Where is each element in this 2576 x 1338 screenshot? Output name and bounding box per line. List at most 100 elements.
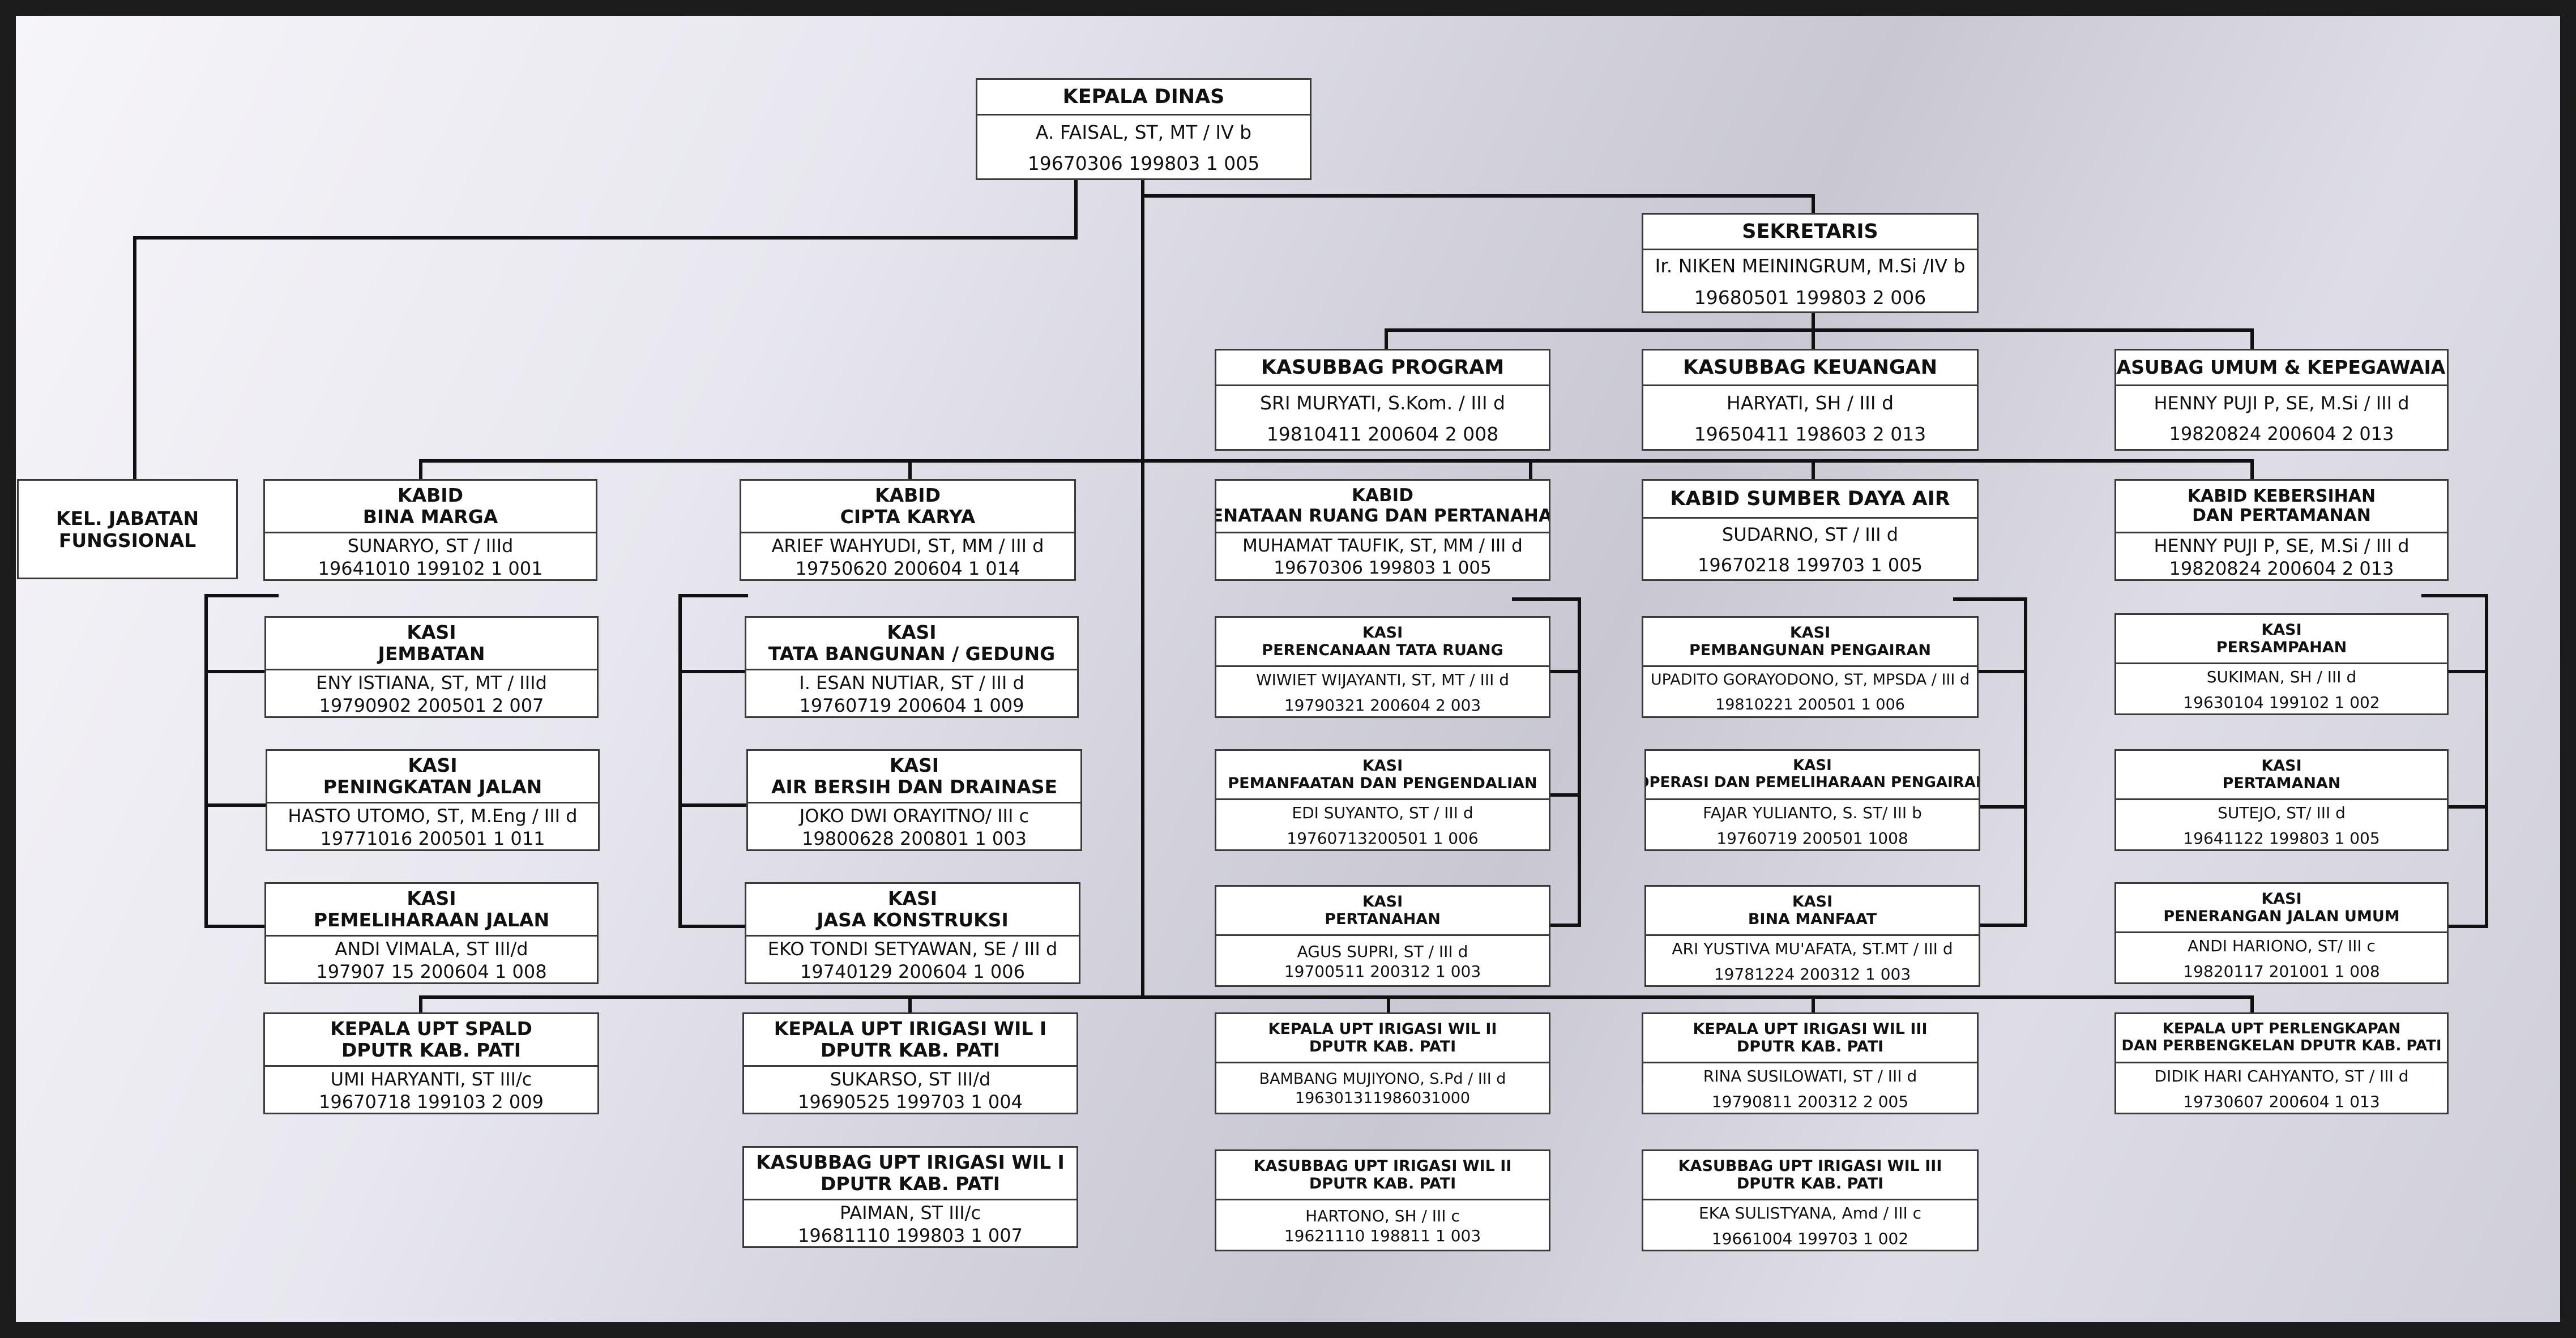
kasi-peningkatan-jalan-nip: 19771016 200501 1 011 — [320, 828, 545, 849]
upt-perlengkapan-line1: KEPALA UPT PERLENGKAPAN — [2162, 1020, 2401, 1038]
upt-spald-name: UMI HARYANTI, ST III/c — [330, 1068, 532, 1090]
kasubbag-upt-irigasi-2-nip: 19621110 198811 1 003 — [1284, 1226, 1481, 1245]
upt-irigasi-1-name: SUKARSO, ST III/d — [830, 1068, 991, 1090]
kasi-perencanaan-line1: KASI — [1362, 623, 1403, 642]
kasubbag-upt-irigasi-2-line1: KASUBBAG UPT IRIGASI WIL II — [1253, 1157, 1512, 1175]
kabid-kebersihan-line2: DAN PERTAMANAN — [2192, 506, 2371, 525]
kabid-bina-marga-line2: BINA MARGA — [362, 506, 498, 528]
kasi-peningkatan-jalan-line1: KASI — [408, 754, 458, 777]
kabid-penataan-ruang-nip: 19670306 199803 1 005 — [1274, 558, 1492, 578]
upt-irigasi-1-line2: DPUTR KAB. PATI — [821, 1039, 1000, 1061]
upt-irigasi-3-line2: DPUTR KAB. PATI — [1736, 1038, 1884, 1055]
kasi-pertamanan-nip: 19641122 199803 1 005 — [2183, 829, 2380, 848]
upt-perlengkapan-name: DIDIK HARI CAHYANTO, ST / III d — [2154, 1067, 2409, 1085]
kasi-bina-manfaat-line1: KASI — [1792, 892, 1833, 910]
upt-irigasi-3-nip: 19790811 200312 2 005 — [1711, 1092, 1909, 1111]
kasi-air-bersih-nip: 19800628 200801 1 003 — [802, 828, 1027, 849]
kasi-tata-bangunan-box: KASI TATA BANGUNAN / GEDUNG I. ESAN NUTI… — [745, 616, 1079, 718]
kabid-sda-title: KABID SUMBER DAYA AIR — [1670, 487, 1950, 510]
kabid-cipta-karya-line1: KABID — [875, 484, 941, 507]
kasi-pembangunan-nip: 19810221 200501 1 006 — [1715, 696, 1905, 713]
upt-perlengkapan-nip: 19730607 200604 1 013 — [2183, 1092, 2380, 1111]
kasi-air-bersih-name: JOKO DWI ORAYITNO/ III c — [799, 805, 1029, 827]
kepala-dinas-box: KEPALA DINAS A. FAISAL, ST, MT / IV b 19… — [976, 78, 1312, 180]
kasi-pemanfaatan-line2: PEMANFAATAN DAN PENGENDALIAN — [1228, 775, 1537, 792]
kasi-pertanahan-line2: PERTANAHAN — [1325, 910, 1441, 928]
kasi-perencanaan-nip: 19790321 200604 2 003 — [1284, 696, 1481, 715]
kabid-cipta-karya-nip: 19750620 200604 1 014 — [795, 558, 1020, 579]
kasi-persampahan-name: SUKIMAN, SH / III d — [2206, 668, 2357, 686]
kasi-pemeliharaan-jalan-box: KASI PEMELIHARAAN JALAN ANDI VIMALA, ST … — [264, 882, 599, 984]
kasi-pertamanan-box: KASI PERTAMANAN SUTEJO, ST/ III d 196411… — [2114, 749, 2449, 851]
kasubbag-upt-irigasi-3-nip: 19661004 199703 1 002 — [1711, 1229, 1909, 1248]
upt-perlengkapan-box: KEPALA UPT PERLENGKAPAN DAN PERBENGKELAN… — [2114, 1012, 2449, 1114]
upt-irigasi-2-nip: 196301311986031000 — [1295, 1089, 1471, 1107]
sekretaris-nip: 19680501 199803 2 006 — [1694, 286, 1926, 309]
jabatan-fungsional-line1: KEL. JABATAN — [55, 507, 199, 529]
kasubbag-upt-irigasi-1-box: KASUBBAG UPT IRIGASI WIL I DPUTR KAB. PA… — [742, 1146, 1078, 1248]
kabid-bina-marga-name: SUNARYO, ST / IIId — [347, 535, 514, 557]
kasi-jembatan-line1: KASI — [407, 621, 456, 644]
connector-lines — [133, 178, 2488, 1014]
upt-spald-line2: DPUTR KAB. PATI — [341, 1039, 521, 1061]
kabid-cipta-karya-line2: CIPTA KARYA — [840, 506, 976, 528]
kasubbag-keuangan-name: HARYATI, SH / III d — [1726, 391, 1894, 414]
kasubbag-upt-irigasi-1-nip: 19681110 199803 1 007 — [798, 1225, 1023, 1246]
kabid-sda-nip: 19670218 199703 1 005 — [1698, 554, 1923, 576]
kasi-operasi-line1: KASI — [1793, 757, 1832, 775]
kasi-jasa-konstruksi-line2: JASA KONSTRUKSI — [817, 909, 1009, 931]
kasi-operasi-pengairan-box: KASI OPERASI DAN PEMELIHARAAN PENGAIRAN … — [1644, 749, 1980, 851]
sekretaris-title: SEKRETARIS — [1742, 220, 1878, 243]
kabid-bina-marga-box: KABID BINA MARGA SUNARYO, ST / IIId 1964… — [263, 479, 597, 581]
kasi-peningkatan-jalan-name: HASTO UTOMO, ST, M.Eng / III d — [288, 805, 578, 827]
kasi-jasa-konstruksi-box: KASI JASA KONSTRUKSI EKO TONDI SETYAWAN,… — [745, 882, 1080, 984]
upt-irigasi-1-nip: 19690525 199703 1 004 — [798, 1091, 1023, 1113]
kasi-perencanaan-tata-ruang-box: KASI PERENCANAAN TATA RUANG WIWIET WIJAY… — [1215, 616, 1550, 718]
kasi-pertanahan-box: KASI PERTANAHAN AGUS SUPRI, ST / III d 1… — [1215, 885, 1550, 987]
kasubbag-upt-irigasi-2-line2: DPUTR KAB. PATI — [1309, 1175, 1456, 1192]
upt-irigasi-1-box: KEPALA UPT IRIGASI WIL I DPUTR KAB. PATI… — [742, 1012, 1078, 1114]
kasubbag-upt-irigasi-2-box: KASUBBAG UPT IRIGASI WIL II DPUTR KAB. P… — [1215, 1149, 1550, 1251]
kabid-kebersihan-nip: 19820824 200604 2 013 — [2169, 558, 2394, 579]
kasi-jembatan-line2: JEMBATAN — [378, 643, 485, 665]
kasubag-umum-name: HENNY PUJI P, SE, M.Si / III d — [2154, 392, 2410, 414]
kasi-jasa-konstruksi-line1: KASI — [887, 887, 938, 910]
kabid-kebersihan-box: KABID KEBERSIHAN DAN PERTAMANAN HENNY PU… — [2114, 479, 2449, 581]
kasi-peningkatan-jalan-box: KASI PENINGKATAN JALAN HASTO UTOMO, ST, … — [266, 749, 600, 851]
kasi-perencanaan-name: WIWIET WIJAYANTI, ST, MT / III d — [1255, 670, 1510, 689]
kasi-air-bersih-line2: AIR BERSIH DAN DRAINASE — [771, 776, 1058, 798]
kasi-jasa-konstruksi-name: EKO TONDI SETYAWAN, SE / III d — [767, 938, 1058, 960]
kabid-bina-marga-nip: 19641010 199102 1 001 — [318, 558, 543, 579]
kasi-operasi-nip: 19760719 200501 1008 — [1716, 829, 1908, 848]
kasubag-umum-box: KASUBAG UMUM & KEPEGAWAIAN HENNY PUJI P,… — [2114, 349, 2449, 451]
kasubag-umum-nip: 19820824 200604 2 013 — [2169, 423, 2394, 444]
kasi-penerangan-line1: KASI — [2261, 890, 2302, 908]
kasi-penerangan-name: ANDI HARIONO, ST/ III c — [2188, 937, 2376, 955]
kasubbag-upt-irigasi-1-line2: DPUTR KAB. PATI — [821, 1173, 1000, 1195]
kasi-bina-manfaat-line2: BINA MANFAAT — [1748, 910, 1877, 928]
kasi-persampahan-nip: 19630104 199102 1 002 — [2183, 693, 2380, 712]
kabid-cipta-karya-box: KABID CIPTA KARYA ARIEF WAHYUDI, ST, MM … — [740, 479, 1076, 581]
kasi-tata-bangunan-line1: KASI — [887, 621, 937, 644]
kasi-pertanahan-name: AGUS SUPRI, ST / III d — [1297, 942, 1468, 961]
kasi-jembatan-box: KASI JEMBATAN ENY ISTIANA, ST, MT / IIId… — [264, 616, 599, 718]
kasi-bina-manfaat-box: KASI BINA MANFAAT ARI YUSTIVA MU'AFATA, … — [1644, 885, 1980, 987]
kasi-operasi-line2: OPERASI DAN PEMELIHARAAN PENGAIRAN — [1646, 774, 1979, 791]
kasi-pemanfaatan-line1: KASI — [1362, 756, 1403, 775]
sekretaris-name: Ir. NIKEN MEININGRUM, M.Si /IV b — [1655, 255, 1966, 277]
kasi-pemeliharaan-jalan-line2: PEMELIHARAAN JALAN — [313, 909, 550, 931]
kabid-kebersihan-name: HENNY PUJI P, SE, M.Si / III d — [2154, 535, 2410, 557]
kasubbag-program-title: KASUBBAG PROGRAM — [1261, 356, 1505, 379]
kasi-bina-manfaat-name: ARI YUSTIVA MU'AFATA, ST.MT / III d — [1672, 939, 1953, 958]
kasi-persampahan-box: KASI PERSAMPAHAN SUKIMAN, SH / III d 196… — [2114, 613, 2449, 715]
kasubbag-upt-irigasi-3-name: EKA SULISTYANA, Amd / III c — [1698, 1204, 1922, 1222]
kasi-tata-bangunan-nip: 19760719 200604 1 009 — [799, 695, 1024, 716]
kasi-air-bersih-box: KASI AIR BERSIH DAN DRAINASE JOKO DWI OR… — [746, 749, 1082, 851]
kasubbag-keuangan-box: KASUBBAG KEUANGAN HARYATI, SH / III d 19… — [1642, 349, 1979, 451]
kasi-penerangan-box: KASI PENERANGAN JALAN UMUM ANDI HARIONO,… — [2114, 882, 2449, 984]
kabid-bina-marga-line1: KABID — [398, 484, 463, 507]
kasubbag-keuangan-nip: 19650411 198603 2 013 — [1694, 423, 1926, 445]
kasi-pemanfaatan-name: EDI SUYANTO, ST / III d — [1292, 803, 1473, 822]
kasi-penerangan-line2: PENERANGAN JALAN UMUM — [2163, 908, 2400, 925]
kasi-pertanahan-nip: 19700511 200312 1 003 — [1284, 962, 1481, 981]
